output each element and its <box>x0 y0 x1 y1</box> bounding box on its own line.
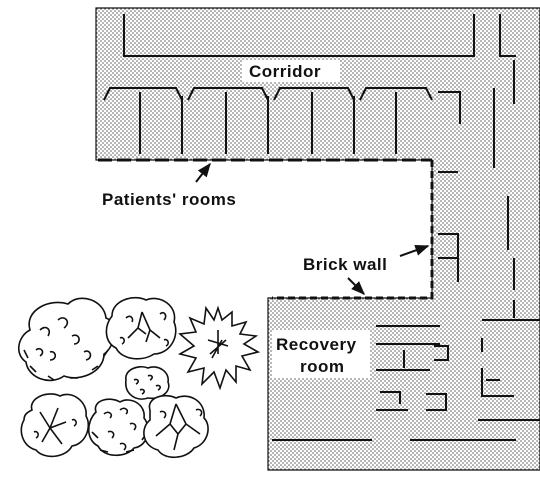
recovery-room-label-line1: Recovery <box>276 335 357 354</box>
recovery-room-label-line2: room <box>300 357 345 376</box>
tree-cluster-icon <box>18 296 261 459</box>
top-room-outline <box>123 14 475 57</box>
top-right-wall <box>499 14 516 57</box>
right-wing-walls <box>438 60 515 318</box>
recovery-room-walls <box>272 319 540 441</box>
patients-rooms-arrow-icon <box>195 162 211 183</box>
building-floor <box>95 7 540 471</box>
corridor-label: Corridor <box>249 62 321 81</box>
corridor-label-bg <box>242 60 340 82</box>
brick-wall-label: Brick wall <box>303 255 387 274</box>
patient-rooms <box>103 87 461 154</box>
brick-wall-arrow-icon-2 <box>347 277 365 295</box>
recovery-label-bg <box>272 330 370 378</box>
brick-wall-arrow-icon <box>399 244 430 257</box>
patients-rooms-label: Patients' rooms <box>102 190 236 209</box>
brick-wall-line <box>272 160 434 300</box>
